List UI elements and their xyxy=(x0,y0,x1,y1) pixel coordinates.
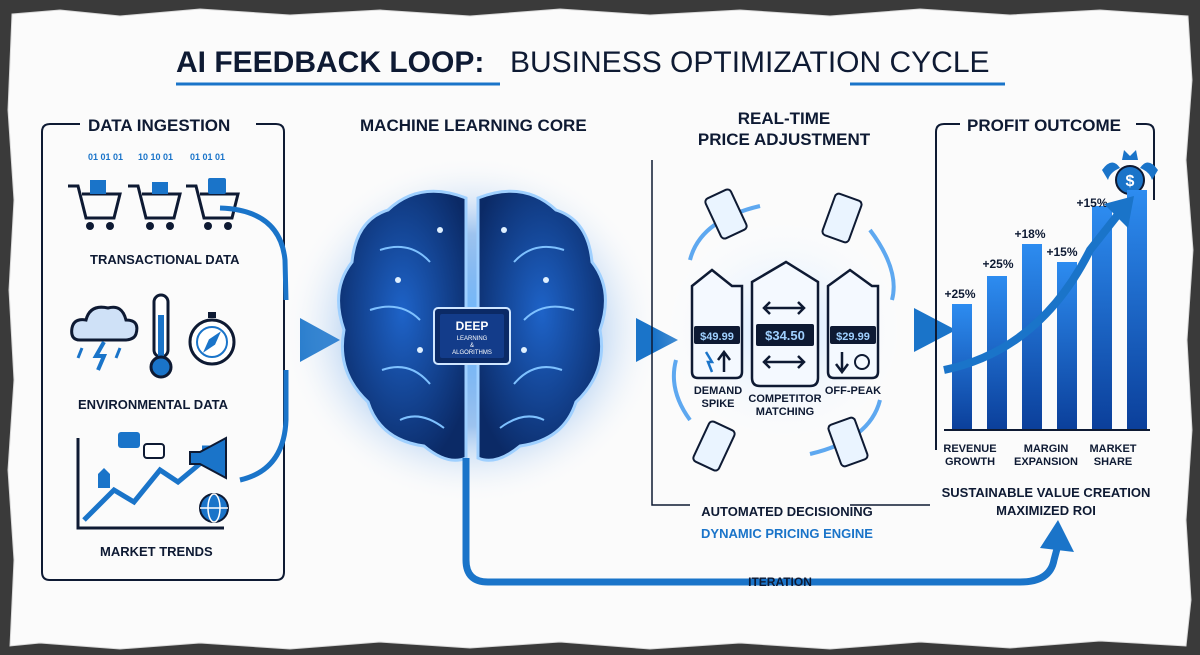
chip-main: DEEP xyxy=(456,319,489,333)
brain-icon xyxy=(337,189,607,462)
iteration-arrow-head xyxy=(1040,520,1074,552)
iteration-label: ITERATION xyxy=(748,575,812,589)
growth-arrow-head xyxy=(1104,196,1134,228)
cycle-arrow-right xyxy=(868,228,896,301)
arrow-market xyxy=(239,370,289,483)
chip-sub1: LEARNING xyxy=(457,336,488,342)
globe-icon xyxy=(199,493,229,523)
bar-percent-label: +25% xyxy=(944,287,975,301)
cat-market-1: MARKET xyxy=(1089,443,1136,455)
binary-2: 10 10 01 xyxy=(138,152,173,162)
tag-label-competitor-1: COMPETITOR xyxy=(748,393,821,405)
profit-bar xyxy=(1127,190,1147,430)
chip-sub2: & xyxy=(470,343,474,349)
profit-summary-1: SUSTAINABLE VALUE CREATION xyxy=(942,485,1151,500)
engine-label: DYNAMIC PRICING ENGINE xyxy=(701,526,873,541)
shopping-cart-bag-icon xyxy=(128,182,182,230)
title-rest: BUSINESS OPTIMIZATION CYCLE xyxy=(510,46,990,79)
tag-price-demand: $49.99 xyxy=(700,331,734,343)
binary-3: 01 01 01 xyxy=(190,152,225,162)
chip-sub3: ALGORITHMS xyxy=(452,350,492,356)
cat-market-2: SHARE xyxy=(1094,456,1133,468)
price-tag-competitor: $34.50 xyxy=(750,260,820,388)
transactional-label: TRANSACTIONAL DATA xyxy=(90,252,240,267)
profit-panel-frame xyxy=(935,123,960,450)
price-tag-small-icon xyxy=(692,188,869,472)
pricing-header-1: REAL-TIME xyxy=(738,109,831,128)
growth-arrow xyxy=(943,209,1124,374)
ingestion-header: DATA INGESTION xyxy=(88,116,230,135)
cat-revenue-1: REVENUE xyxy=(943,443,996,455)
tag-price-offpeak: $29.99 xyxy=(836,331,870,343)
cycle-arrow-top xyxy=(688,204,761,261)
tag-price-competitor: $34.50 xyxy=(765,328,805,343)
ingestion-panel-frame xyxy=(41,123,285,581)
storm-cloud-icon xyxy=(70,305,139,371)
profit-panel-frame-right xyxy=(1136,123,1155,200)
bar-percent-label: +18% xyxy=(1014,227,1045,241)
bar-percent-label: +25% xyxy=(982,257,1013,271)
tag-label-competitor-2: MATCHING xyxy=(756,406,814,418)
dollar-crown-icon: $ xyxy=(1102,150,1158,195)
decisioning-label: AUTOMATED DECISIONING xyxy=(701,504,872,519)
shopping-cart-tablet-icon xyxy=(186,178,240,230)
thermometer-icon xyxy=(149,293,173,379)
profit-header: PROFIT OUTCOME xyxy=(967,116,1121,135)
profit-bar xyxy=(1022,244,1042,430)
megaphone-icon xyxy=(189,436,227,480)
cat-margin-2: EXPANSION xyxy=(1014,456,1078,468)
environmental-label: ENVIRONMENTAL DATA xyxy=(78,397,229,412)
pricing-panel-frame xyxy=(651,160,930,506)
cat-margin-1: MARGIN xyxy=(1024,443,1069,455)
price-tag-demand: $49.99 xyxy=(690,268,744,380)
tag-label-demand-1: DEMAND xyxy=(694,385,742,397)
title-bold: AI FEEDBACK LOOP: xyxy=(176,46,484,79)
profit-bar xyxy=(1092,206,1112,430)
chip-icon xyxy=(433,307,511,365)
cycle-arrow-left xyxy=(671,359,692,422)
market-label: MARKET TRENDS xyxy=(100,544,213,559)
arrow-transactional xyxy=(219,205,289,301)
ml-header: MACHINE LEARNING CORE xyxy=(360,116,587,135)
bar-percent-label: +15% xyxy=(1046,245,1077,259)
bar-percent-label: +15% xyxy=(1076,196,1107,210)
shopping-cart-icon xyxy=(68,180,122,230)
tag-label-offpeak: OFF-PEAK xyxy=(825,385,881,397)
svg-text:$: $ xyxy=(1126,173,1135,190)
profit-summary-2: MAXIMIZED ROI xyxy=(996,503,1096,518)
compass-icon xyxy=(188,312,236,366)
cat-revenue-2: GROWTH xyxy=(945,456,995,468)
pricing-header-2: PRICE ADJUSTMENT xyxy=(698,130,871,149)
tag-label-demand-2: SPIKE xyxy=(701,398,734,410)
binary-1: 01 01 01 xyxy=(88,152,123,162)
iteration-loop xyxy=(462,458,1062,586)
profit-bar xyxy=(1057,262,1077,430)
price-tag-offpeak: $29.99 xyxy=(826,268,880,380)
